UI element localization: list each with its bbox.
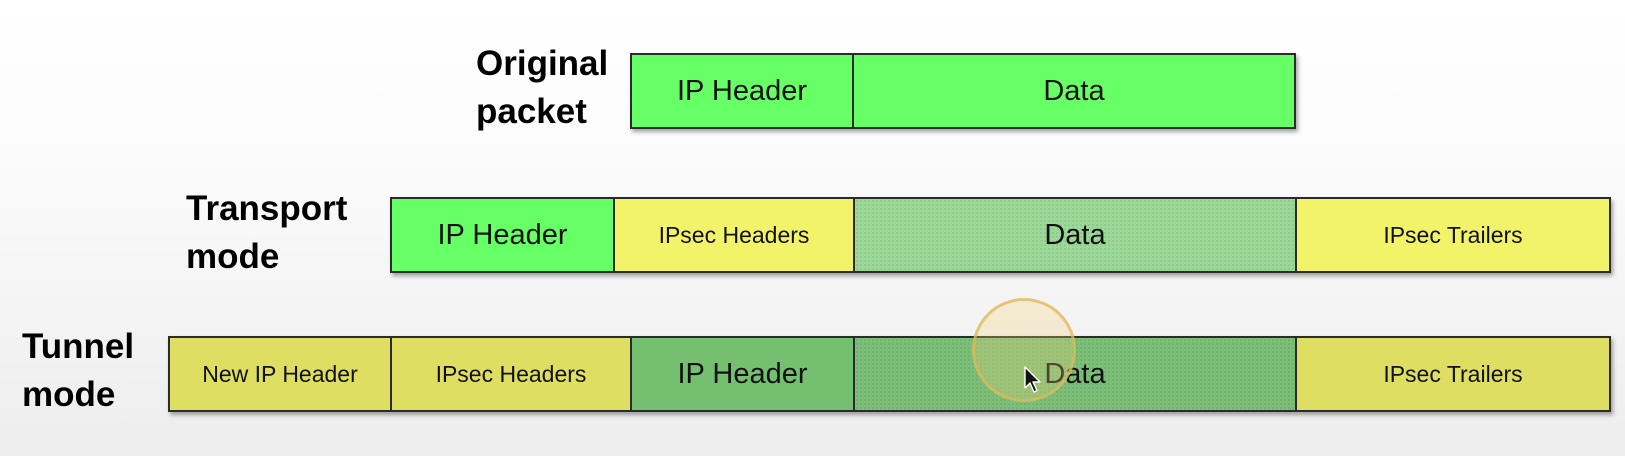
original-packet-label-line2: packet <box>476 92 587 131</box>
transport-data: Data <box>855 199 1297 271</box>
tunnel-ipsec-trailers: IPsec Trailers <box>1297 338 1609 410</box>
tunnel-mode-label-line1: Tunnel <box>22 327 135 366</box>
transport-ip-header: IP Header <box>392 199 615 271</box>
tunnel-ipsec-headers: IPsec Headers <box>392 338 632 410</box>
tunnel-mode-label-line2: mode <box>22 375 116 414</box>
original-ip-header: IP Header <box>632 55 854 127</box>
transport-mode-bar: IP Header IPsec Headers Data IPsec Trail… <box>390 197 1611 273</box>
transport-ipsec-trailers: IPsec Trailers <box>1297 199 1609 271</box>
original-packet-label: Original packet <box>476 40 608 136</box>
tunnel-new-ip-header: New IP Header <box>170 338 392 410</box>
transport-mode-label-line1: Transport <box>186 189 348 228</box>
transport-mode-label: Transport mode <box>186 185 347 281</box>
original-packet-label-line1: Original <box>476 44 609 83</box>
tunnel-ip-header: IP Header <box>632 338 855 410</box>
original-packet-bar: IP Header Data <box>630 53 1296 129</box>
tunnel-data: Data <box>855 338 1297 410</box>
original-data: Data <box>854 55 1294 127</box>
tunnel-mode-label: Tunnel mode <box>22 323 134 419</box>
transport-ipsec-headers: IPsec Headers <box>615 199 855 271</box>
tunnel-mode-bar: New IP Header IPsec Headers IP Header Da… <box>168 336 1611 412</box>
transport-mode-label-line2: mode <box>186 237 280 276</box>
